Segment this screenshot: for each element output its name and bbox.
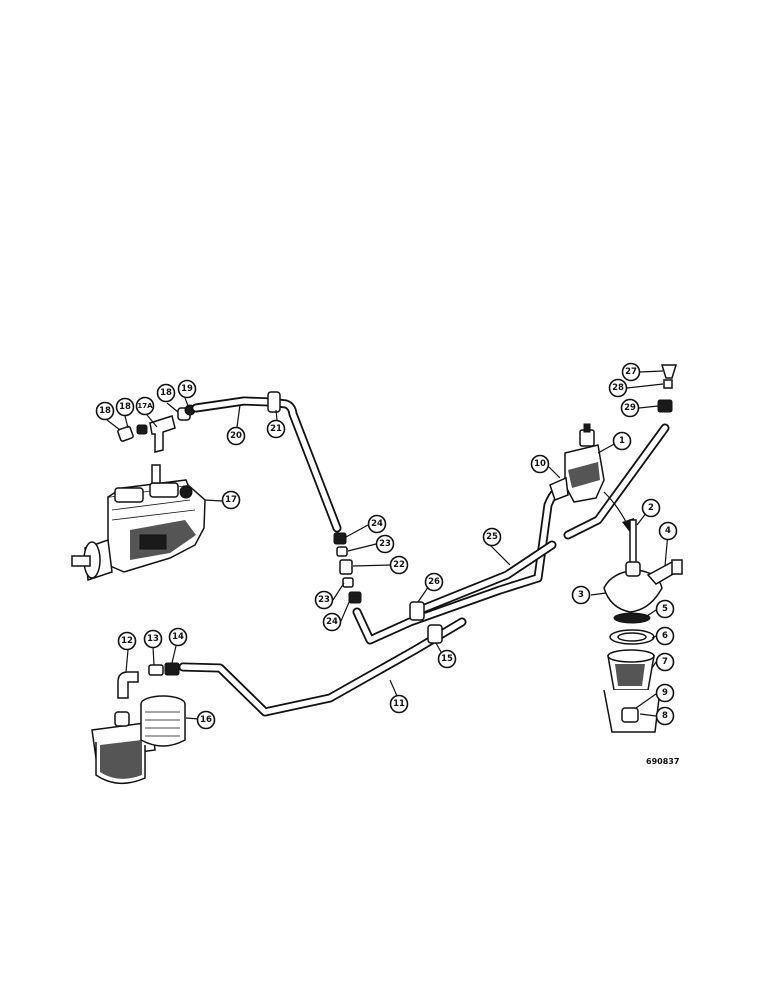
svg-text:2: 2 <box>648 503 654 513</box>
callout-23-upper: 23 <box>375 534 395 554</box>
callout-5: 5 <box>655 599 675 619</box>
callout-14: 14 <box>168 627 188 647</box>
svg-text:11: 11 <box>393 699 405 709</box>
svg-text:13: 13 <box>147 634 159 644</box>
callout-11: 11 <box>389 694 409 714</box>
svg-text:16: 16 <box>200 715 212 725</box>
callout-23-lower: 23 <box>314 590 334 610</box>
callout-13: 13 <box>143 629 163 649</box>
pump-fittings <box>117 404 196 453</box>
svg-text:19: 19 <box>181 384 193 394</box>
figure-code: 690837 <box>646 757 680 766</box>
callout-2: 2 <box>641 498 661 518</box>
callout-17: 17 <box>221 490 241 510</box>
svg-text:4: 4 <box>665 526 671 536</box>
leader-lines <box>106 370 669 720</box>
callout-17a: 17A <box>135 396 155 416</box>
callout-3: 3 <box>571 585 591 605</box>
callout-6: 6 <box>655 626 675 646</box>
svg-text:25: 25 <box>486 532 498 542</box>
svg-text:3: 3 <box>578 590 584 600</box>
svg-text:18: 18 <box>119 402 131 412</box>
svg-text:10: 10 <box>534 459 546 469</box>
callout-25: 25 <box>482 527 502 547</box>
svg-text:23: 23 <box>318 595 330 605</box>
callout-18-right: 18 <box>156 383 176 403</box>
callout-7: 7 <box>655 652 675 672</box>
svg-text:21: 21 <box>270 424 282 434</box>
svg-text:29: 29 <box>624 403 636 413</box>
tube-11 <box>178 617 467 717</box>
callout-10: 10 <box>530 454 550 474</box>
tube-25 <box>352 487 561 645</box>
tube-20 <box>191 391 342 533</box>
svg-text:6: 6 <box>662 631 668 641</box>
svg-text:12: 12 <box>121 636 133 646</box>
svg-text:27: 27 <box>625 367 637 377</box>
svg-text:18: 18 <box>160 388 172 398</box>
svg-text:22: 22 <box>393 560 405 570</box>
svg-text:15: 15 <box>441 654 453 664</box>
fittings-27-29 <box>657 364 678 413</box>
svg-text:26: 26 <box>428 577 440 587</box>
callout-28: 28 <box>608 378 628 398</box>
tube-to-bowl <box>563 423 670 540</box>
bowl-assembly <box>603 519 683 733</box>
callout-21: 21 <box>266 419 286 439</box>
callout-4: 4 <box>658 521 678 541</box>
svg-text:28: 28 <box>612 383 624 393</box>
fittings-12-14 <box>117 662 180 699</box>
callout-18-left: 18 <box>95 401 115 421</box>
primary-filter-16 <box>91 695 186 784</box>
svg-text:9: 9 <box>662 688 668 698</box>
svg-text:14: 14 <box>172 632 184 642</box>
callout-9: 9 <box>655 683 675 703</box>
callout-24-lower: 24 <box>322 612 342 632</box>
callout-29: 29 <box>620 398 640 418</box>
callout-1: 1 <box>612 431 632 451</box>
callout-16: 16 <box>196 710 216 730</box>
callout-8: 8 <box>655 706 675 726</box>
callout-24-upper: 24 <box>367 514 387 534</box>
callout-22: 22 <box>389 555 409 575</box>
injection-pump <box>71 464 206 582</box>
svg-text:8: 8 <box>662 711 668 721</box>
svg-text:23: 23 <box>379 539 391 549</box>
svg-text:17: 17 <box>225 495 237 505</box>
svg-text:7: 7 <box>662 657 668 667</box>
callout-15: 15 <box>437 649 457 669</box>
callout-18-mid: 18 <box>115 397 135 417</box>
callout-20: 20 <box>226 426 246 446</box>
callout-12: 12 <box>117 631 137 651</box>
sediment-filter-1 <box>549 423 605 503</box>
svg-text:5: 5 <box>662 604 668 614</box>
svg-text:1: 1 <box>619 436 625 446</box>
svg-text:20: 20 <box>230 431 242 441</box>
svg-text:17A: 17A <box>137 402 153 410</box>
fitting-stack <box>333 532 362 604</box>
callout-26: 26 <box>424 572 444 592</box>
svg-text:24: 24 <box>371 519 383 529</box>
callout-27: 27 <box>621 362 641 382</box>
callout-19: 19 <box>177 379 197 399</box>
svg-text:24: 24 <box>326 617 338 627</box>
svg-text:18: 18 <box>99 406 111 416</box>
